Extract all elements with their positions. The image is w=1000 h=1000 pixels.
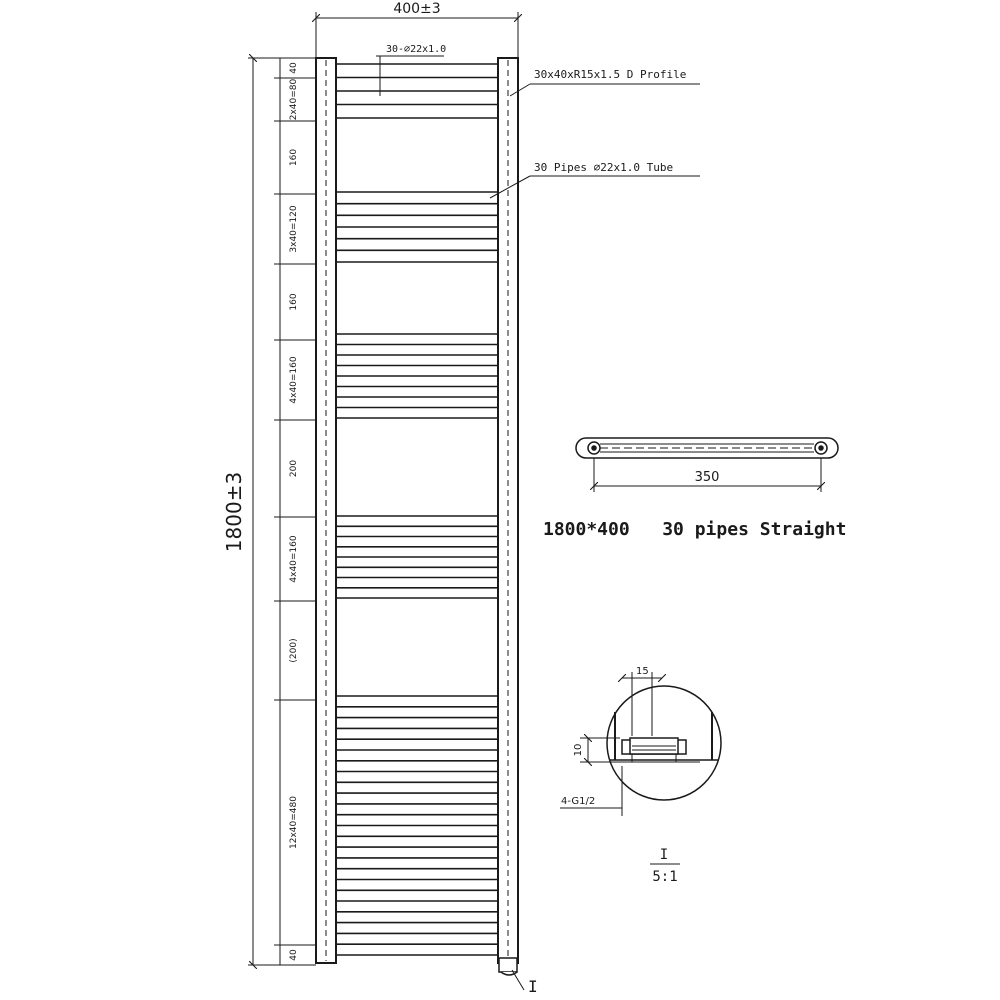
pipes-note: 30 Pipes ⌀22x1.0 Tube <box>534 161 673 174</box>
detail-scale-bottom: 5:1 <box>652 869 677 885</box>
segment-dimension-label: 160 <box>289 293 299 310</box>
segment-dimension-label: 160 <box>289 149 299 166</box>
detail-dimensions <box>560 672 662 816</box>
valve-stub <box>498 957 525 991</box>
detail-width-label: 15 <box>636 666 649 677</box>
segment-dimension-label: 200 <box>289 460 299 477</box>
detail-scale-top: I <box>660 847 668 863</box>
horizontal-tubes <box>336 63 498 956</box>
width-label: 400±3 <box>393 1 440 17</box>
section-label: I <box>528 977 538 996</box>
radiator-frame <box>315 57 519 964</box>
bracket-spacing-label: 350 <box>695 470 720 485</box>
segment-dimension-label: 40 <box>289 62 299 74</box>
segment-dimension-label: 40 <box>289 949 299 961</box>
detail-height-label: 10 <box>573 744 584 757</box>
segment-dimension-label: 12x40=480 <box>289 796 299 849</box>
profile-note: 30x40xR15x1.5 D Profile <box>534 68 686 81</box>
detail-thread-label: 4-G1/2 <box>561 796 595 807</box>
leader-lines <box>376 55 700 199</box>
width-dimension <box>316 12 518 60</box>
segment-dimension-label: 2x40=80 <box>289 78 299 120</box>
wall-bracket-view <box>575 437 839 492</box>
top-tube-note: 30-⌀22x1.0 <box>386 44 446 55</box>
segment-dimension-label: 3x40=120 <box>289 205 299 252</box>
detail-view <box>606 685 722 801</box>
height-label: 1800±3 <box>222 472 246 552</box>
product-caption: 1800*400 30 pipes Straight <box>543 519 846 540</box>
segment-dimension-label: 4x40=160 <box>289 356 299 403</box>
segment-dimension-chain: 40 2x40=80 160 3x40=120 160 4x40=160 200 4x40=1… <box>274 57 316 966</box>
segment-dimension-label: 4x40=160 <box>289 535 299 582</box>
segment-dimension-label: (200) <box>289 638 299 662</box>
